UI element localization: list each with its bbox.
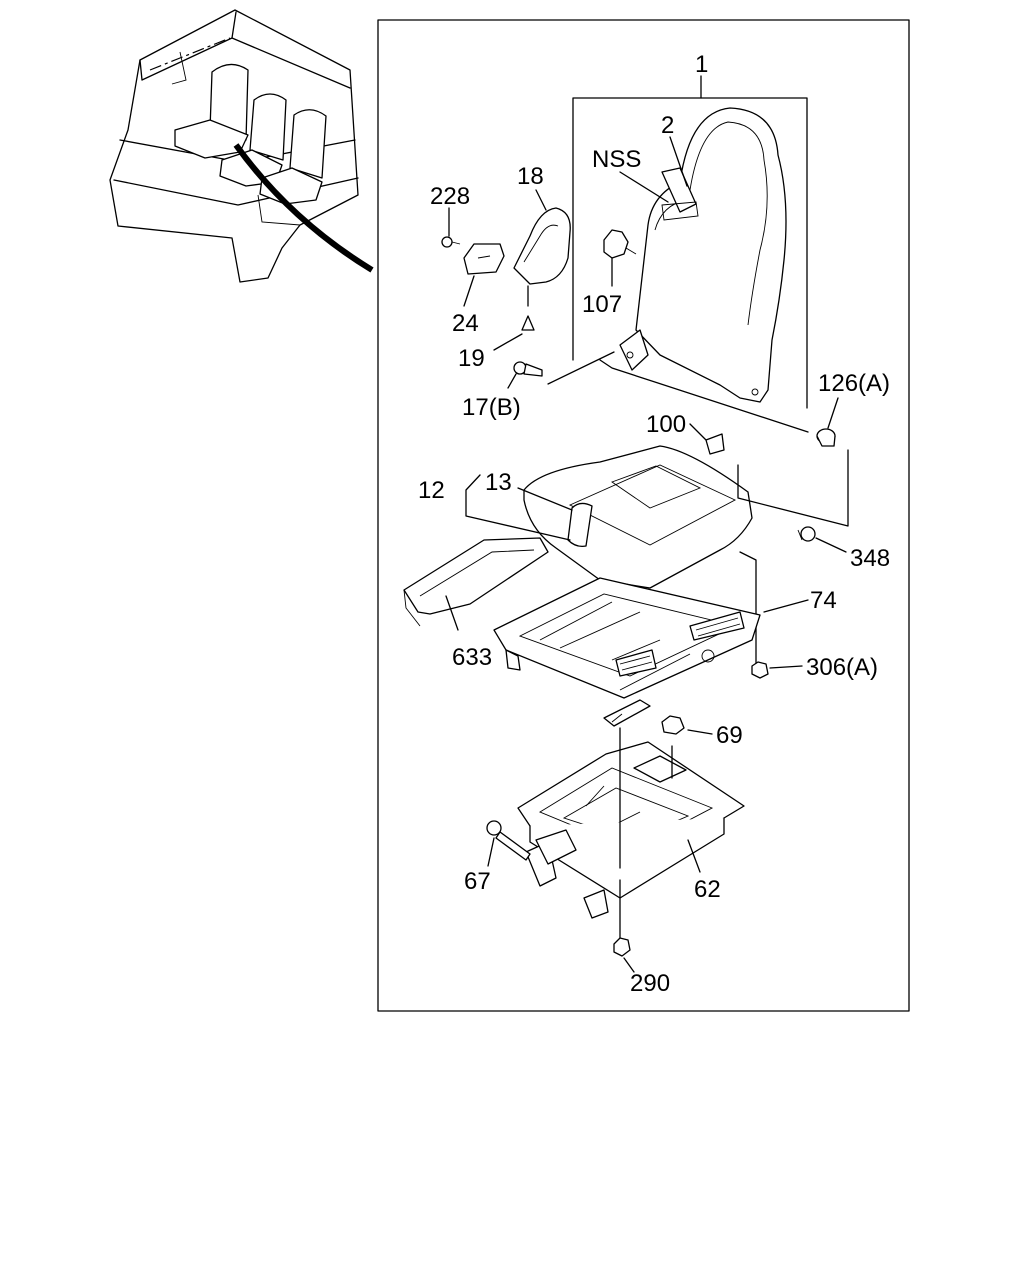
leader-290 [623, 957, 635, 973]
bracket-12 [465, 474, 571, 541]
cushion-frame [493, 577, 761, 699]
leader-17b [507, 373, 517, 389]
callout-348: 348 [850, 545, 890, 572]
side-cover-cap [463, 243, 505, 275]
nut-69 [661, 715, 685, 735]
bolt-17b [513, 361, 543, 377]
callout-13: 13 [485, 469, 512, 496]
leader-348 [815, 537, 847, 553]
leader-62 [687, 839, 701, 873]
clip-100 [705, 433, 725, 455]
callout-17b: 17(B) [462, 394, 521, 421]
callout-107: 107 [582, 291, 622, 318]
leader-67 [487, 837, 495, 867]
callout-633: 633 [452, 644, 492, 671]
screw-228 [441, 236, 461, 248]
leader-100 [689, 423, 707, 441]
side-bracket-633 [403, 537, 549, 627]
leader-2 [669, 136, 688, 187]
bushing-126a [816, 428, 836, 447]
leader-18 [535, 189, 547, 211]
bolt-67 [486, 820, 531, 861]
callout-74: 74 [810, 587, 837, 614]
seat-back [619, 107, 787, 403]
link-line-306 [739, 551, 757, 665]
cab-overview-illustration [109, 9, 374, 283]
clip-19 [521, 315, 535, 331]
seatback-assembly-bracket [572, 97, 808, 409]
leader-13 [517, 487, 573, 511]
callout-nss: NSS [592, 146, 641, 173]
nut-306a [751, 661, 769, 679]
callout-19: 19 [458, 345, 485, 372]
leader-19 [493, 333, 523, 351]
callout-24: 24 [452, 310, 479, 337]
diagram-frame [377, 19, 910, 1012]
link-line-126 [599, 359, 809, 433]
leader-69 [687, 729, 713, 735]
callout-12: 12 [418, 477, 445, 504]
slide-rail [603, 699, 651, 727]
callout-67: 67 [464, 868, 491, 895]
callout-290: 290 [630, 970, 670, 997]
leader-24 [463, 275, 475, 307]
headrest-strap [661, 167, 699, 221]
callout-228: 228 [430, 183, 470, 210]
leader-126a [827, 397, 839, 429]
recliner-knob [603, 229, 637, 259]
callout-2: 2 [661, 112, 674, 139]
callout-126a: 126(A) [818, 370, 890, 397]
leader-633 [445, 595, 459, 631]
leader-74 [763, 599, 809, 613]
callout-100: 100 [646, 411, 686, 438]
seat-base [517, 741, 745, 919]
link-line-348 [737, 449, 849, 527]
leader-306a [769, 665, 803, 669]
nut-290 [613, 937, 631, 957]
fastener-348 [797, 526, 816, 542]
seat-cushion [523, 445, 753, 589]
side-cover [513, 207, 571, 285]
callout-62: 62 [694, 876, 721, 903]
callout-69: 69 [716, 722, 743, 749]
callout-306a: 306(A) [806, 654, 878, 681]
callout-1: 1 [695, 51, 708, 78]
leader-17b-link [547, 351, 615, 385]
leader-nss [619, 171, 669, 203]
callout-18: 18 [517, 163, 544, 190]
